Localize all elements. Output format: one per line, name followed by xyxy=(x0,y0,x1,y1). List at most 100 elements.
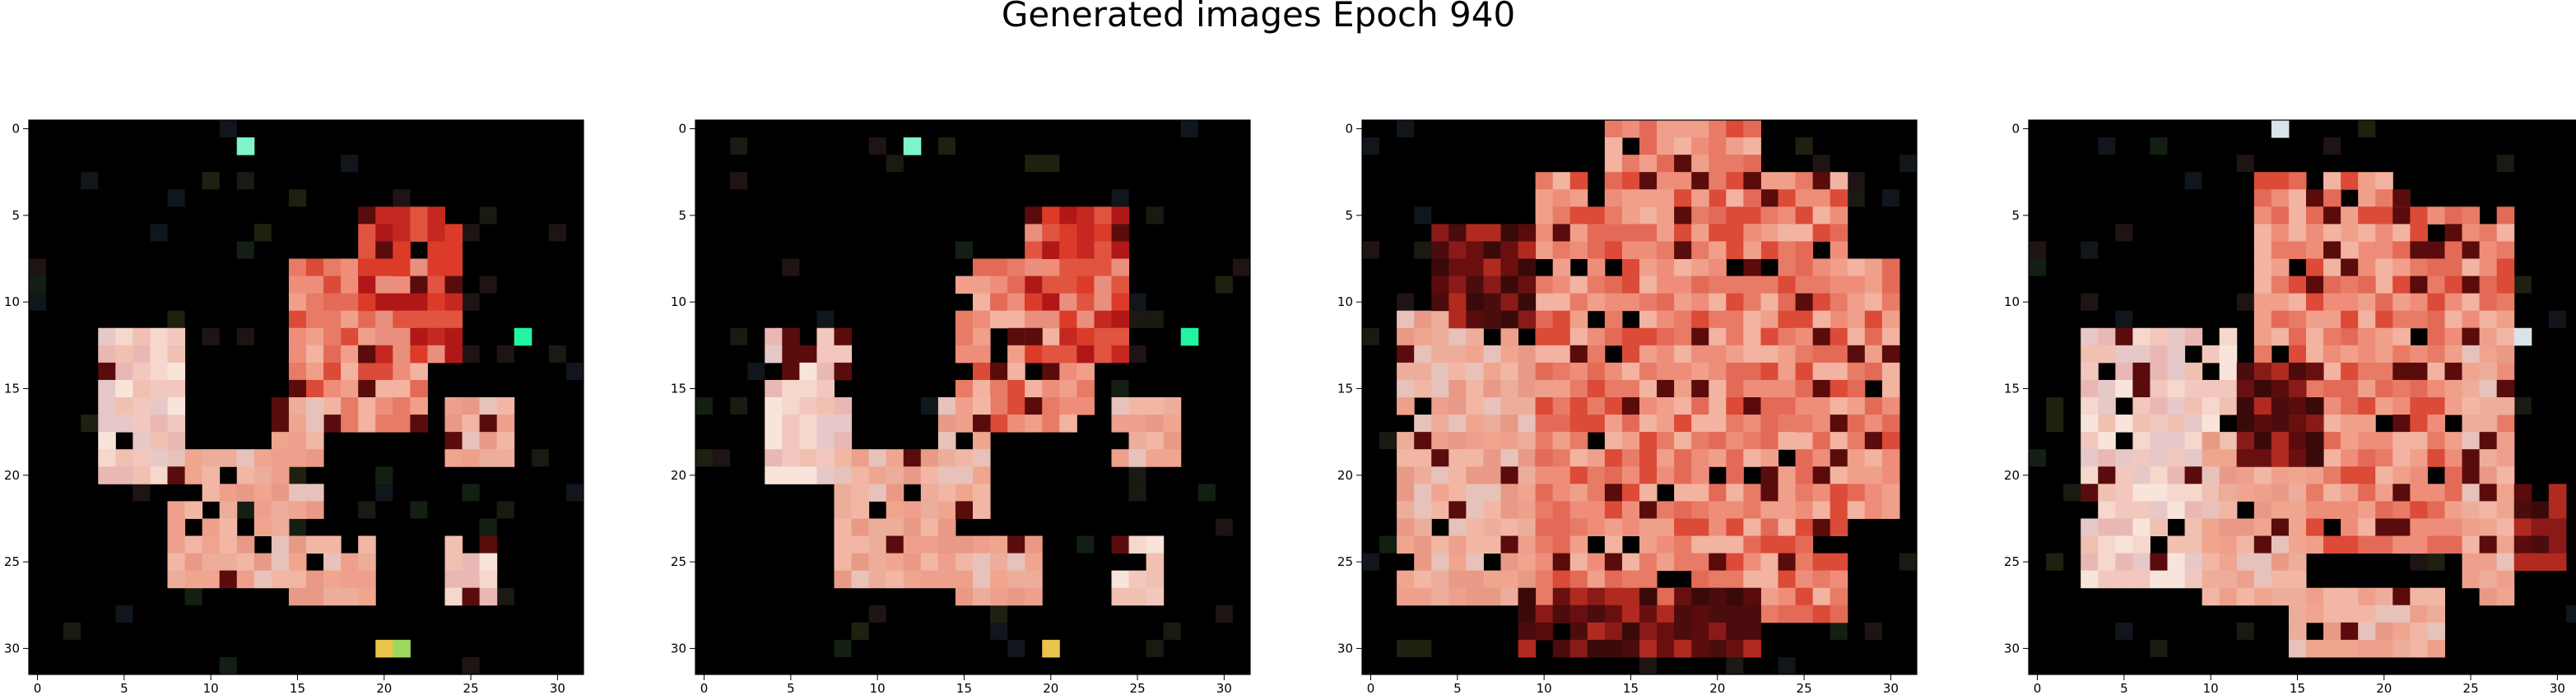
y-tick-label: 25 xyxy=(1337,554,1353,569)
image-pixel xyxy=(2462,345,2481,364)
image-pixel xyxy=(288,570,307,589)
image-pixel xyxy=(341,587,359,606)
image-pixel xyxy=(1111,327,1130,346)
image-pixel xyxy=(990,415,1008,433)
image-pixel xyxy=(1500,466,1519,484)
image-pixel xyxy=(2392,310,2411,329)
image-pixel xyxy=(2358,605,2376,623)
image-pixel xyxy=(2410,432,2428,450)
image-pixel xyxy=(393,293,411,312)
image-pixel xyxy=(1760,310,1779,329)
noise-pixel xyxy=(548,224,566,242)
image-pixel xyxy=(2341,206,2359,225)
image-pixel xyxy=(1007,276,1025,294)
image-pixel xyxy=(2167,501,2186,519)
image-pixel xyxy=(1709,137,1727,155)
image-pixel xyxy=(323,293,342,312)
image-pixel xyxy=(2288,432,2307,450)
image-pixel xyxy=(1397,518,1415,536)
image-pixel xyxy=(1812,484,1831,502)
image-pixel xyxy=(920,535,939,554)
image-pixel xyxy=(1778,501,1797,519)
image-pixel xyxy=(973,553,991,572)
image-pixel xyxy=(2253,587,2272,606)
x-tick-label: 25 xyxy=(2463,681,2479,695)
image-pixel xyxy=(834,397,853,415)
image-pixel xyxy=(2288,379,2307,398)
image-pixel xyxy=(1007,379,1025,398)
image-pixel xyxy=(2392,415,2411,433)
x-tick-label: 0 xyxy=(700,681,709,695)
image-pixel xyxy=(851,484,870,502)
image-pixel xyxy=(202,570,221,589)
image-pixel xyxy=(2323,605,2341,623)
image-pixel xyxy=(1778,587,1797,606)
image-pixel xyxy=(1111,345,1130,364)
image-pixel xyxy=(2479,379,2498,398)
image-pixel xyxy=(973,415,991,433)
image-pixel xyxy=(219,501,238,519)
image-pixel xyxy=(2341,224,2359,242)
image-pixel xyxy=(1518,484,1537,502)
image-pixel xyxy=(2219,379,2238,398)
image-pixel xyxy=(1059,310,1077,329)
image-pixel xyxy=(2184,501,2203,519)
image-pixel xyxy=(1535,415,1554,433)
image-pixel xyxy=(1709,327,1727,346)
image-pixel xyxy=(1639,397,1658,415)
image-pixel xyxy=(2548,518,2567,536)
image-pixel xyxy=(1726,605,1744,623)
image-pixel xyxy=(1535,466,1554,484)
image-pixel xyxy=(479,449,498,467)
image-pixel xyxy=(1830,449,1848,467)
image-pixel xyxy=(2132,432,2151,450)
image-pixel xyxy=(1691,310,1709,329)
noise-pixel xyxy=(886,155,904,173)
image-pixel xyxy=(2410,345,2428,364)
image-pixel xyxy=(2253,535,2272,554)
accent-pixel xyxy=(1042,639,1060,658)
image-pixel xyxy=(955,570,974,589)
image-pixel xyxy=(2410,518,2428,536)
image-pixel xyxy=(1604,605,1623,623)
noise-pixel xyxy=(1397,639,1415,657)
image-pixel xyxy=(1743,415,1761,433)
image-pixel xyxy=(973,570,991,589)
image-pixel xyxy=(2271,206,2290,225)
image-pixel xyxy=(1657,206,1675,225)
image-pixel xyxy=(1795,172,1814,190)
image-pixel xyxy=(2236,553,2255,572)
image-pixel xyxy=(1397,379,1415,398)
image-pixel xyxy=(973,345,991,364)
image-pixel xyxy=(2392,639,2411,658)
image-pixel xyxy=(2513,484,2532,502)
image-pixel xyxy=(2306,484,2324,502)
image-pixel xyxy=(1414,587,1432,606)
image-pixel xyxy=(323,345,342,364)
image-pixel xyxy=(1604,137,1623,155)
image-pixel xyxy=(868,570,887,589)
image-pixel xyxy=(1042,224,1060,242)
image-pixel xyxy=(1795,258,1814,277)
image-pixel xyxy=(955,379,974,398)
image-pixel xyxy=(1431,466,1449,484)
image-pixel xyxy=(444,397,463,415)
image-pixel xyxy=(2427,622,2445,641)
image-pixel xyxy=(341,310,359,329)
image-pixel xyxy=(1431,397,1449,415)
image-pixel xyxy=(1726,397,1744,415)
image-pixel xyxy=(1639,518,1658,536)
image-pixel xyxy=(2462,293,2481,312)
image-pixel xyxy=(1552,276,1571,294)
y-tick-label: 0 xyxy=(678,122,686,137)
image-pixel xyxy=(2184,449,2203,467)
image-pixel xyxy=(1881,293,1900,312)
image-pixel xyxy=(1518,415,1537,433)
image-pixel xyxy=(1881,276,1900,294)
image-pixel xyxy=(1397,501,1415,519)
image-pixel xyxy=(2253,570,2272,589)
image-pixel xyxy=(2184,553,2203,572)
image-pixel xyxy=(1743,432,1761,450)
image-pixel xyxy=(2392,449,2411,467)
image-pixel xyxy=(1778,466,1797,484)
